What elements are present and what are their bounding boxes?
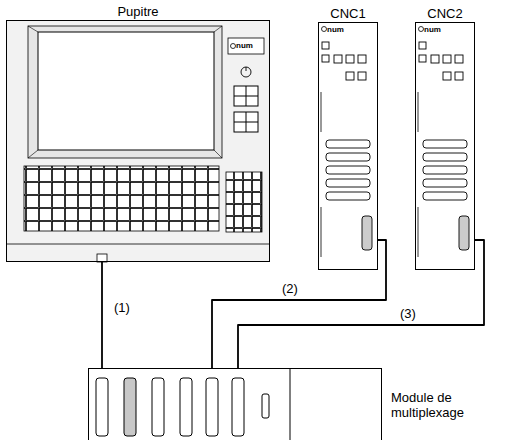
device-heading: Module de multiplexage — [391, 390, 491, 420]
console-drawing — [6, 20, 270, 262]
device-heading: Pupitre — [117, 4, 158, 19]
brand-logo: num — [236, 41, 253, 50]
device-heading: CNC1 — [330, 6, 365, 21]
cable — [101, 262, 103, 368]
brand-logo: num — [424, 25, 441, 34]
callout-number: (1) — [112, 300, 132, 315]
device-heading: CNC2 — [427, 6, 462, 21]
brand-logo: num — [327, 25, 344, 34]
cable — [238, 240, 484, 368]
console-box: Pupitre — [6, 20, 270, 262]
cnc-rack-drawing — [415, 22, 475, 270]
cnc-box: CNC1 — [318, 22, 378, 270]
multiplexer-drawing — [96, 368, 290, 440]
callout-number: (3) — [398, 306, 418, 321]
callout-number: (2) — [280, 281, 300, 296]
cnc-box: CNC2 — [415, 22, 475, 270]
cnc-rack-drawing — [318, 22, 378, 270]
multiplexer-box: Module de multiplexage — [88, 368, 382, 440]
